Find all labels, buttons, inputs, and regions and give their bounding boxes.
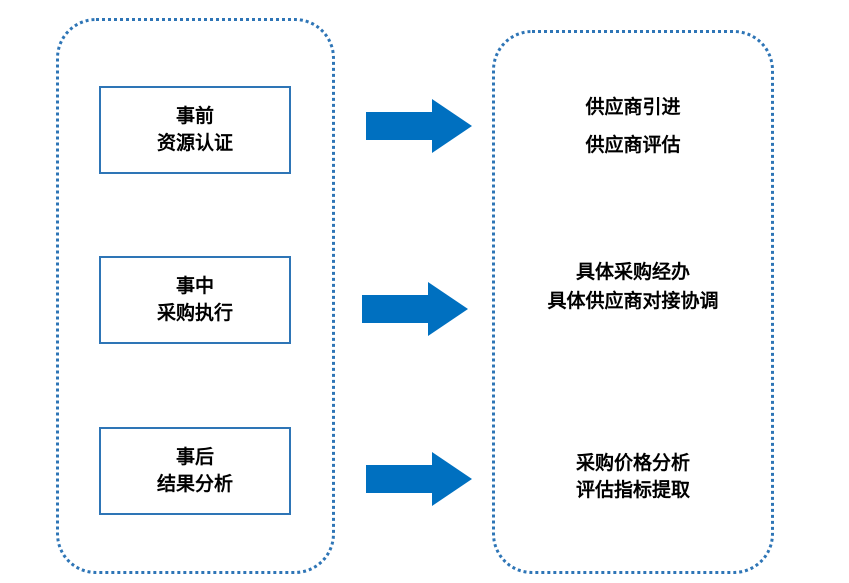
stage-before-subtitle: 资源认证	[156, 132, 233, 154]
outcome-text: 供应商评估	[585, 134, 681, 156]
right-panel-outcomes	[492, 30, 774, 574]
right-arrow-icon	[362, 282, 468, 336]
stage-during-subtitle: 采购执行	[156, 302, 233, 324]
outcome-text: 评估指标提取	[575, 479, 690, 501]
outcome-group-before: 供应商引进 供应商评估	[492, 88, 774, 164]
stage-box-during: 事中 采购执行	[99, 256, 291, 344]
outcome-text: 具体采购经办	[575, 261, 690, 283]
stage-during-title: 事中	[175, 275, 214, 297]
right-arrow-icon	[366, 452, 472, 506]
outcome-text: 采购价格分析	[575, 452, 690, 474]
outcome-text: 具体供应商对接协调	[547, 290, 719, 312]
stage-box-before: 事前 资源认证	[99, 86, 291, 174]
left-panel-stages	[56, 18, 335, 574]
stage-after-title: 事后	[175, 446, 214, 468]
outcome-group-after: 采购价格分析 评估指标提取	[492, 450, 774, 504]
stage-before-title: 事前	[175, 105, 214, 127]
outcome-text: 供应商引进	[585, 96, 681, 118]
stage-after-subtitle: 结果分析	[156, 473, 233, 495]
outcome-group-during: 具体采购经办 具体供应商对接协调	[492, 258, 774, 316]
stage-box-after: 事后 结果分析	[99, 427, 291, 515]
right-arrow-icon	[366, 99, 472, 153]
